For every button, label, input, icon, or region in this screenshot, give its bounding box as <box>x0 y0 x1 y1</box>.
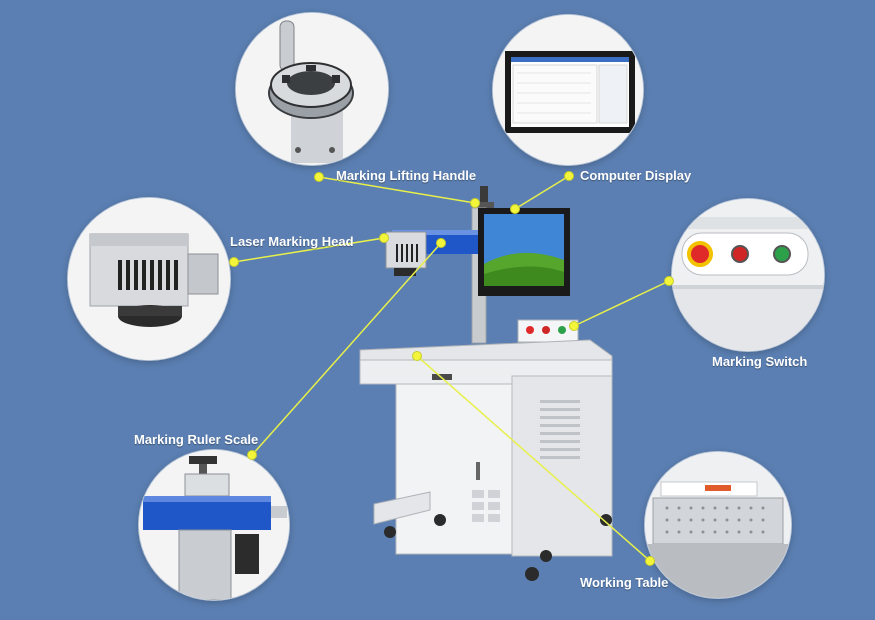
cabinet-left <box>395 383 513 555</box>
ruler-detail-circle <box>139 450 289 600</box>
display-detail-circle <box>493 15 643 165</box>
label-laser-marking-head: Laser Marking Head <box>230 234 354 249</box>
label-working-table: Working Table <box>580 575 669 590</box>
laser-head-illustration <box>68 198 230 360</box>
switch-detail-circle <box>672 199 824 351</box>
head-callout-dot <box>229 257 239 267</box>
label-marking-ruler-scale: Marking Ruler Scale <box>134 432 259 447</box>
handle-callout-dot <box>314 172 324 182</box>
label-marking-lifting-handle: Marking Lifting Handle <box>336 168 477 183</box>
computer-display-illustration <box>493 15 643 165</box>
laser-marking-machine <box>359 186 613 581</box>
marking-switch-illustration <box>672 199 824 351</box>
laser-head-detail-circle <box>68 198 230 360</box>
ruler-scale-illustration <box>139 450 289 600</box>
label-computer-display: Computer Display <box>580 168 692 183</box>
lifting-handle-illustration <box>236 13 388 165</box>
label-marking-switch: Marking Switch <box>712 354 808 369</box>
column-handle-knob <box>480 186 488 206</box>
handle-detail-circle <box>236 13 388 165</box>
